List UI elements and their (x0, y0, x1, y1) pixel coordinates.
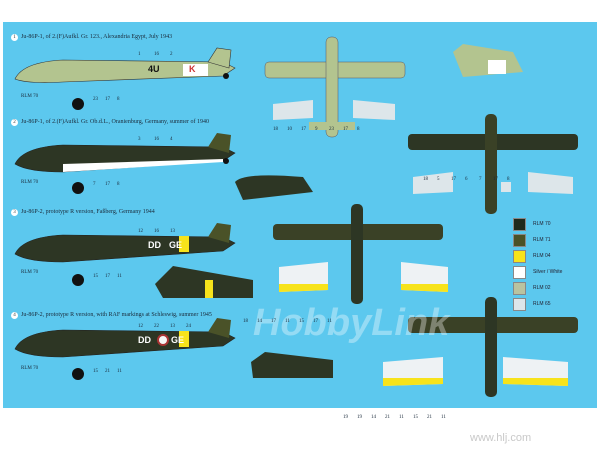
topview-callout: 11 (285, 319, 290, 324)
paint-callout-4: RLM 70 (21, 366, 39, 371)
legend-label: RLM 02 (533, 285, 551, 291)
callout-number: 16 (154, 229, 159, 234)
legend-swatch (513, 266, 526, 279)
topview-callout: 9 (315, 127, 318, 132)
side-profile-4 (14, 318, 333, 380)
letter-4: GE (171, 335, 184, 345)
topview-callout: 11 (327, 319, 332, 324)
topview-callout: 10 (287, 127, 292, 132)
callout-number: 23 (93, 97, 98, 102)
legend-swatch (513, 218, 526, 231)
callout-number: 12 (138, 229, 143, 234)
callout-number: 12 (138, 324, 143, 329)
callout-number: 13 (170, 324, 175, 329)
legend-swatch (513, 250, 526, 263)
topview-callout: 6 (465, 177, 468, 182)
callout-number: 24 (186, 324, 191, 329)
topview-callout: 17 (343, 127, 348, 132)
legend-swatch (513, 282, 526, 295)
topview-callout: 15 (299, 319, 304, 324)
letter-1: K (189, 64, 196, 74)
callout-number: 1 (138, 52, 141, 57)
topview-callout: 7 (479, 177, 482, 182)
legend-swatch (513, 234, 526, 247)
topview-callout: 8 (507, 177, 510, 182)
callout-number: 8 (117, 97, 120, 102)
topview-callout: 17 (313, 319, 318, 324)
legend-label: RLM 71 (533, 237, 551, 243)
topview-callout: 18 (243, 319, 248, 324)
legend-label: RLM 04 (533, 253, 551, 259)
topview-callout: 17 (301, 127, 306, 132)
legend-label: Silver / White (533, 269, 563, 275)
letter-3: GE (169, 240, 182, 250)
watermark-url: www.hlj.com (470, 432, 532, 444)
callout-number: 17 (105, 182, 110, 187)
legend-label: RLM 65 (533, 301, 551, 307)
callout-number: 16 (154, 52, 159, 57)
top-view-3 (273, 204, 448, 304)
top-view-4 (383, 297, 578, 397)
paint-callout-1: RLM 70 (21, 94, 39, 99)
aircraft-illustrations: 4U K DD GE DD GE (14, 36, 578, 397)
top-view-1 (264, 36, 523, 138)
watermark-logo: HobbyLink (253, 302, 450, 344)
legend-label: RLM 70 (533, 221, 551, 227)
callout-number: 8 (117, 182, 120, 187)
topview-callout: 18 (273, 127, 278, 132)
callout-number: 22 (154, 324, 159, 329)
legend-swatch (513, 298, 526, 311)
topview-callout: 14 (257, 319, 262, 324)
topview-callout: 23 (329, 127, 334, 132)
callout-number: 3 (138, 137, 141, 142)
callout-number: 21 (105, 369, 110, 374)
callout-number: 13 (170, 229, 175, 234)
callout-number: 4 (170, 137, 173, 142)
top-view-2 (408, 114, 578, 214)
callout-number: 11 (117, 369, 122, 374)
callout-number: 17 (105, 274, 110, 279)
topview-callout: 17 (493, 177, 498, 182)
topview-callout: 21 (427, 415, 432, 420)
callout-number: 16 (154, 137, 159, 142)
callout-number: 2 (170, 52, 173, 57)
topview-callout: 14 (371, 415, 376, 420)
topview-callout: 5 (437, 177, 440, 182)
topview-callout: 17 (451, 177, 456, 182)
callout-number: 11 (117, 274, 122, 279)
callout-number: 15 (93, 274, 98, 279)
callout-number: 15 (93, 369, 98, 374)
code-3: DD (148, 240, 161, 250)
code-4: DD (138, 335, 151, 345)
topview-callout: 11 (399, 415, 404, 420)
topview-callout: 21 (385, 415, 390, 420)
topview-callout: 19 (357, 415, 362, 420)
side-profile-3 (14, 223, 253, 298)
topview-callout: 11 (441, 415, 446, 420)
callout-number: 7 (93, 182, 96, 187)
topview-callout: 8 (357, 127, 360, 132)
paint-callout-2: RLM 70 (21, 180, 39, 185)
topview-callout: 15 (413, 415, 418, 420)
topview-callout: 19 (343, 415, 348, 420)
code-1: 4U (148, 64, 160, 74)
topview-callout: 17 (271, 319, 276, 324)
paint-callout-3: RLM 70 (21, 270, 39, 275)
callout-number: 17 (105, 97, 110, 102)
side-profile-1 (14, 47, 236, 110)
side-profile-2 (14, 133, 313, 200)
topview-callout: 18 (423, 177, 428, 182)
